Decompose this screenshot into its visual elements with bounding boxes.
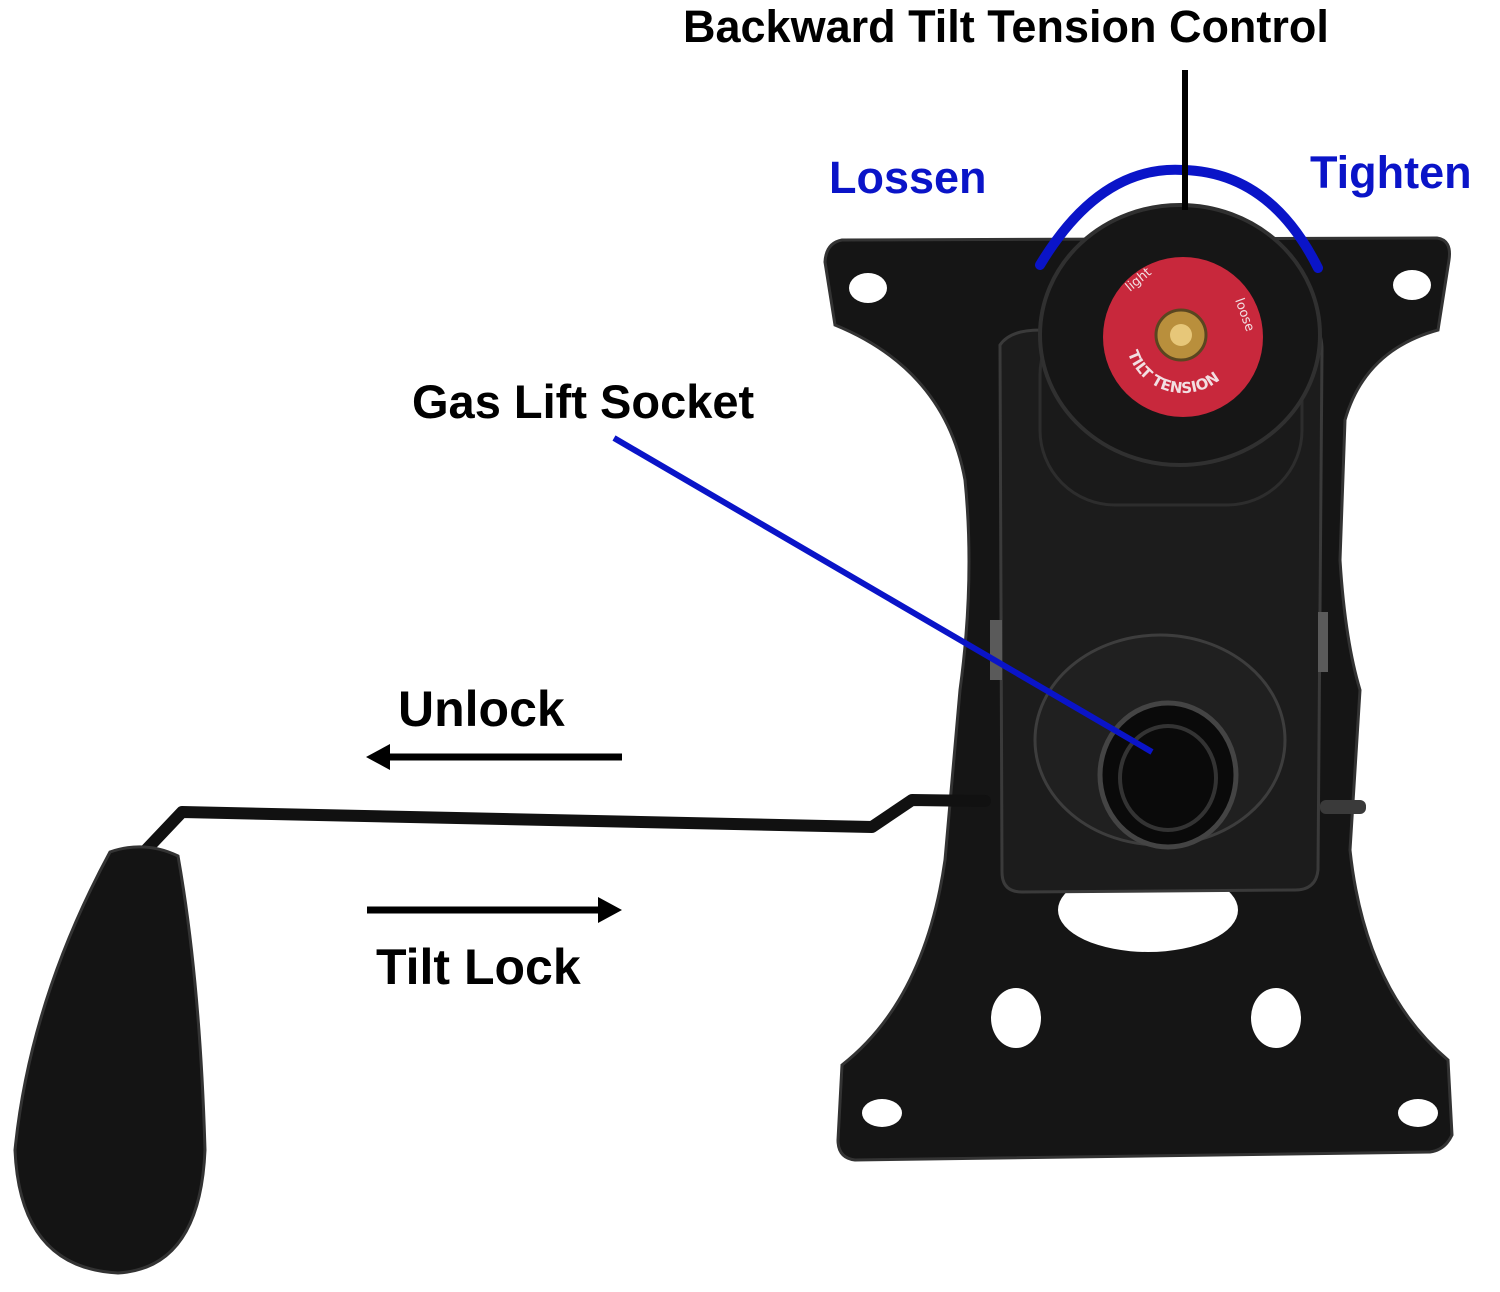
socket-thread [1118,724,1218,832]
unlock-arrow-head [366,744,390,770]
mount-hole [991,988,1041,1048]
mount-hole [849,273,887,303]
mount-hole [1251,988,1301,1048]
side-pin [1320,800,1366,814]
gas-lift-socket-label: Gas Lift Socket [412,375,755,428]
lever-rod [140,794,991,856]
mount-hole [1393,270,1431,300]
mount-hole [1398,1099,1438,1127]
side-pin [990,620,1002,680]
unlock-label: Unlock [398,681,565,737]
lossen-label: Lossen [829,152,987,203]
tilt-lock-label: Tilt Lock [376,939,581,995]
lever-handle [13,845,207,1275]
tighten-label: Tighten [1310,147,1472,198]
side-pin [1318,612,1328,672]
tilt-lock-arrow-head [598,897,622,923]
mount-hole [862,1099,902,1127]
gas-lift-leader-line [612,435,1154,755]
backward-tilt-tension-label: Backward Tilt Tension Control [683,1,1329,52]
knob-bolt-center [1170,324,1192,346]
